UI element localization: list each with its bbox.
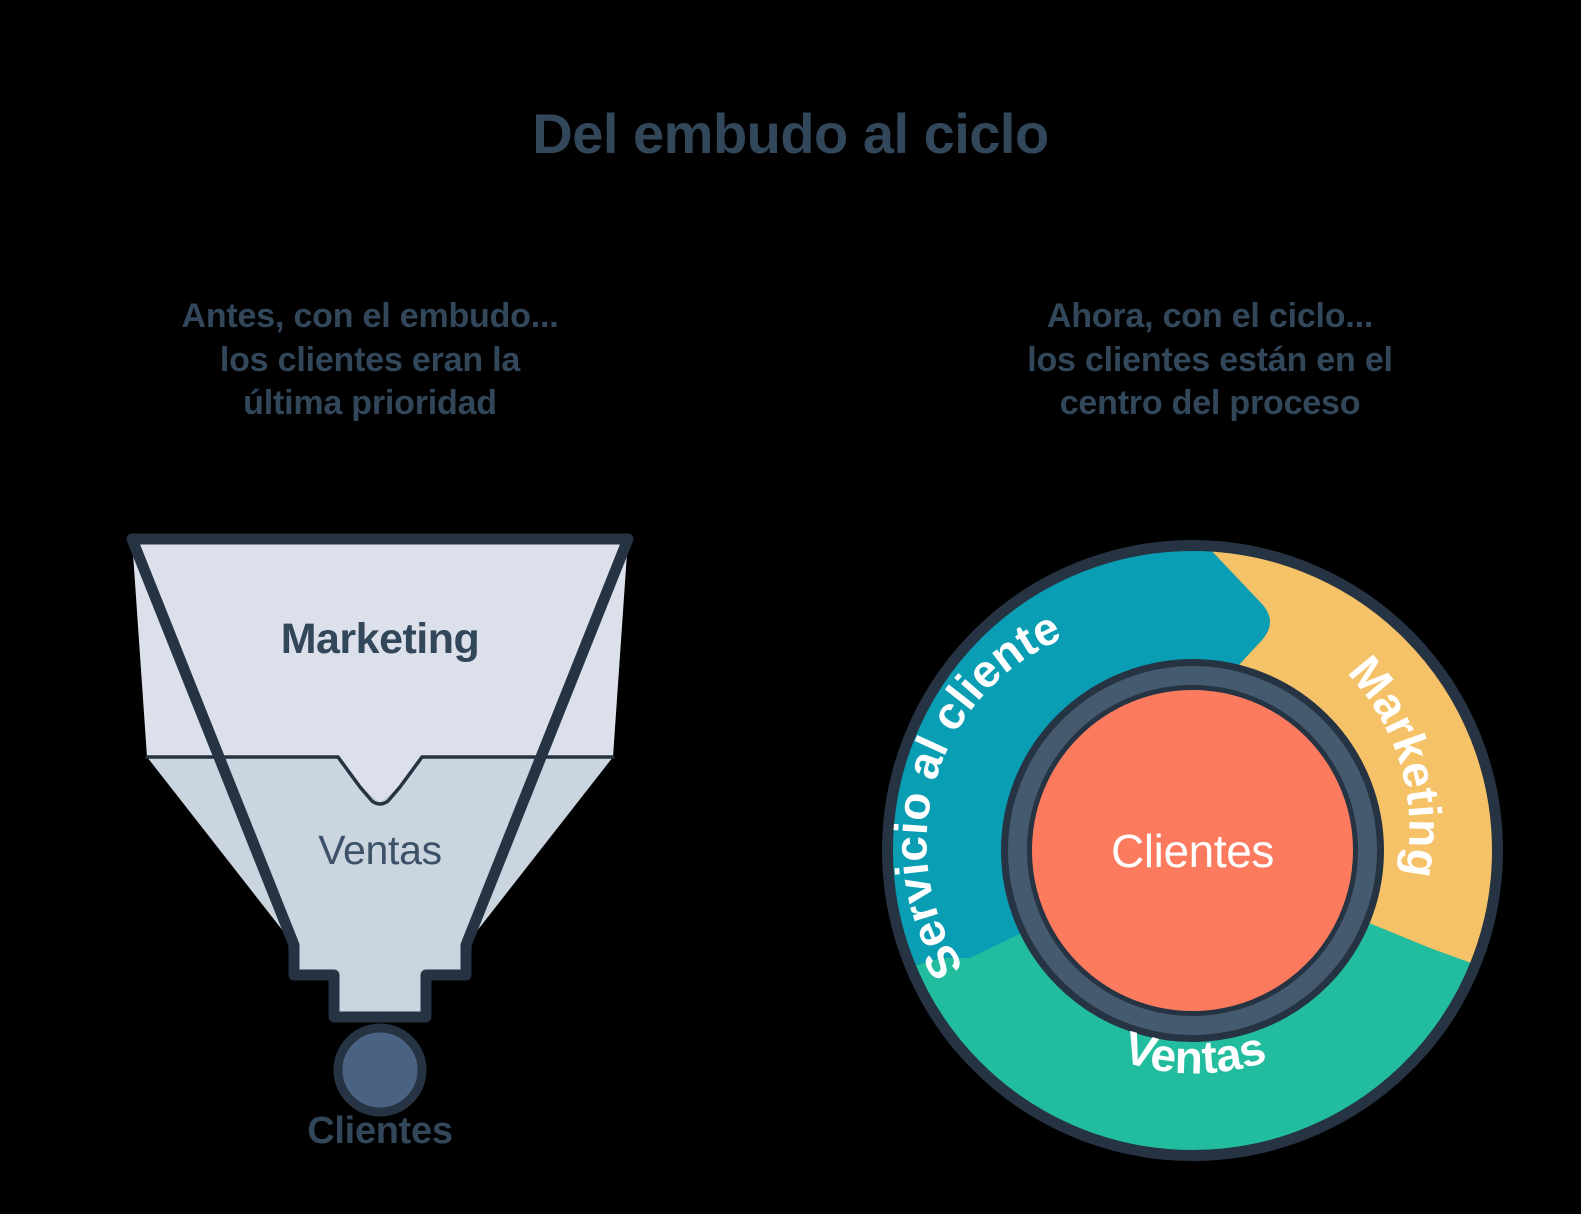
funnel-outline — [126, 533, 634, 1023]
page-title: Del embudo al ciclo — [532, 102, 1049, 165]
right-heading-line-2: los clientes están en el — [1027, 340, 1393, 379]
funnel-stage-marketing-shape — [132, 539, 628, 803]
flywheel-svg: Servicio al cliente Marketing Ventas — [882, 540, 1503, 1161]
flywheel-hub-core — [1027, 685, 1358, 1016]
left-heading-line-2: los clientes eran la — [219, 340, 521, 379]
left-column-heading: Antes, con el embudo... los clientes era… — [20, 295, 720, 426]
left-heading-line-3: última prioridad — [243, 384, 497, 423]
funnel-outcome-dot — [333, 1023, 427, 1117]
right-heading-line-3: centro del proceso — [1059, 384, 1361, 423]
flywheel-outer-ring — [882, 540, 1503, 1161]
flywheel-diagram: Servicio al cliente Marketing Ventas Cli… — [860, 518, 1525, 1183]
funnel-diagram: Marketing Ventas — [100, 505, 660, 1025]
right-column-heading: Ahora, con el ciclo... los clientes está… — [870, 295, 1550, 426]
funnel-svg — [126, 533, 634, 1023]
right-heading-line-1: Ahora, con el ciclo... — [1046, 297, 1374, 335]
left-heading-line-1: Antes, con el embudo... — [181, 297, 559, 335]
clientes-dot-circle — [333, 1023, 427, 1117]
funnel-stage-ventas-shape — [147, 757, 613, 1017]
funnel-stage-divider — [145, 755, 615, 806]
funnel-outcome-label: Clientes — [307, 1110, 453, 1152]
